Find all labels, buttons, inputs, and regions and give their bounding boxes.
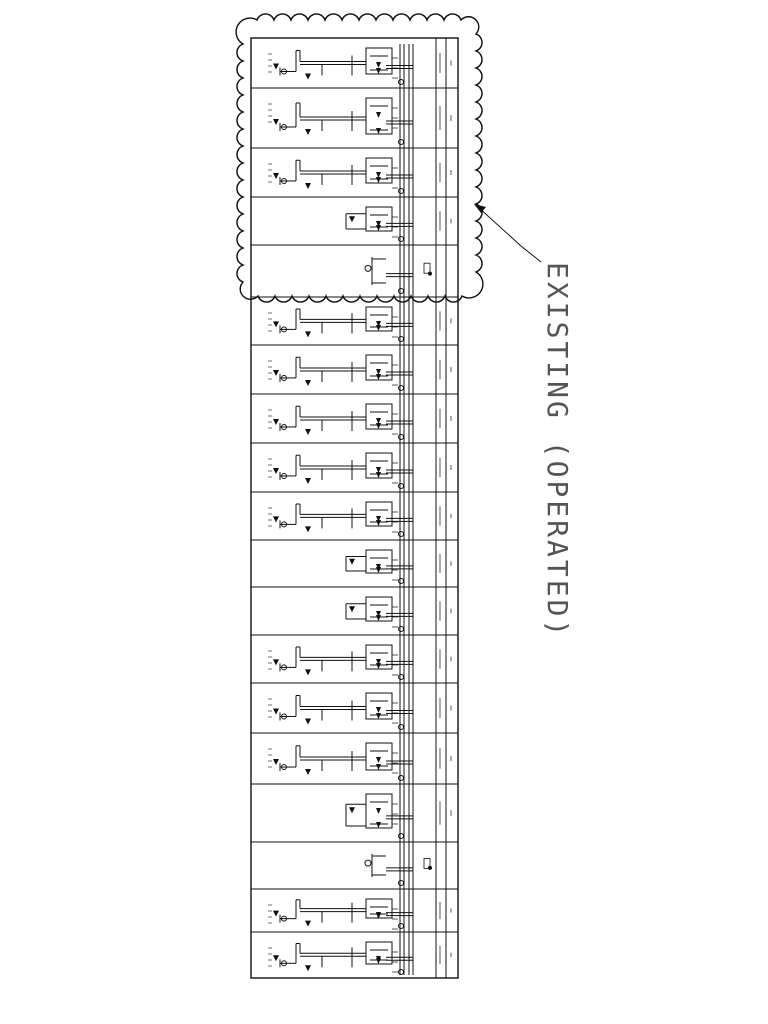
load-symbol bbox=[281, 472, 287, 479]
circuit-unit bbox=[345, 206, 452, 242]
bus-node bbox=[398, 139, 404, 145]
circuit-unit bbox=[268, 47, 452, 85]
breaker-box bbox=[365, 549, 393, 574]
callout-leader-line bbox=[477, 206, 542, 263]
load-symbol bbox=[281, 521, 287, 528]
bus-node bbox=[398, 724, 404, 730]
bus-node bbox=[398, 775, 404, 781]
load-symbol bbox=[281, 177, 287, 184]
breaker-box bbox=[365, 793, 393, 829]
circuit-unit bbox=[268, 692, 452, 730]
ground-symbol bbox=[376, 68, 381, 74]
load-symbol bbox=[281, 68, 287, 75]
circuit-unit bbox=[268, 157, 452, 194]
circuit-unit bbox=[345, 549, 452, 584]
breaker-box bbox=[365, 742, 393, 771]
circuit-unit bbox=[268, 898, 452, 930]
ground-symbol bbox=[376, 764, 381, 770]
bus-node bbox=[398, 923, 404, 929]
revision-cloud bbox=[235, 13, 484, 303]
ground-symbol bbox=[376, 128, 381, 134]
circuit-unit bbox=[268, 306, 452, 342]
load-symbol bbox=[281, 764, 287, 771]
load-symbol bbox=[281, 915, 287, 922]
ground-symbol bbox=[376, 325, 381, 331]
breaker-box bbox=[365, 596, 393, 622]
bus-node bbox=[398, 336, 404, 342]
bus-node bbox=[398, 79, 404, 85]
bus-node bbox=[398, 833, 404, 839]
drawing-frame bbox=[250, 37, 459, 979]
circuit-units bbox=[268, 47, 452, 975]
breaker-box bbox=[365, 206, 393, 232]
load-symbol bbox=[281, 374, 287, 381]
bus-node bbox=[398, 626, 404, 632]
bus-node bbox=[398, 531, 404, 537]
bus-node bbox=[398, 288, 404, 294]
ground-symbol bbox=[376, 472, 381, 478]
load-symbol bbox=[281, 664, 287, 671]
circuit-unit bbox=[268, 644, 452, 680]
load-symbol bbox=[281, 124, 287, 130]
bus-node bbox=[398, 385, 404, 391]
ground-symbol bbox=[376, 177, 381, 183]
circuit-unit bbox=[345, 793, 452, 839]
circuit-unit bbox=[268, 742, 452, 781]
bus-node bbox=[398, 188, 404, 194]
ground-symbol bbox=[376, 225, 381, 231]
ground-symbol bbox=[376, 822, 381, 828]
bus-node bbox=[398, 969, 404, 975]
load-symbol bbox=[281, 326, 287, 333]
callout-label: EXISTING (OPERATED) bbox=[541, 262, 574, 640]
circuit-unit bbox=[268, 501, 452, 537]
ground-symbol bbox=[376, 663, 381, 669]
circuit-unit bbox=[268, 354, 452, 391]
bus-node bbox=[398, 434, 404, 440]
ground-symbol bbox=[376, 520, 381, 526]
load-symbol bbox=[281, 713, 287, 720]
load-symbol bbox=[281, 960, 287, 967]
callout-arrowhead bbox=[474, 204, 486, 213]
ground-symbol bbox=[376, 423, 381, 429]
ground-symbol bbox=[376, 615, 381, 621]
ground-symbol bbox=[376, 713, 381, 719]
circuit-unit bbox=[364, 854, 432, 886]
breaker-box bbox=[365, 97, 393, 135]
circuit-unit bbox=[345, 596, 452, 632]
ground-symbol bbox=[376, 374, 381, 380]
circuit-unit bbox=[268, 452, 452, 489]
bus-node bbox=[398, 674, 404, 680]
bus-node bbox=[398, 236, 404, 242]
bus-node bbox=[398, 483, 404, 489]
bus-node bbox=[398, 578, 404, 584]
row-dividers bbox=[251, 87, 458, 933]
main-bus bbox=[399, 44, 414, 975]
circuit-unit bbox=[268, 97, 452, 145]
bus-node bbox=[398, 880, 404, 886]
load-symbol bbox=[281, 423, 287, 430]
circuit-unit bbox=[268, 403, 452, 440]
circuit-unit bbox=[364, 257, 432, 294]
circuit-unit bbox=[268, 941, 452, 975]
